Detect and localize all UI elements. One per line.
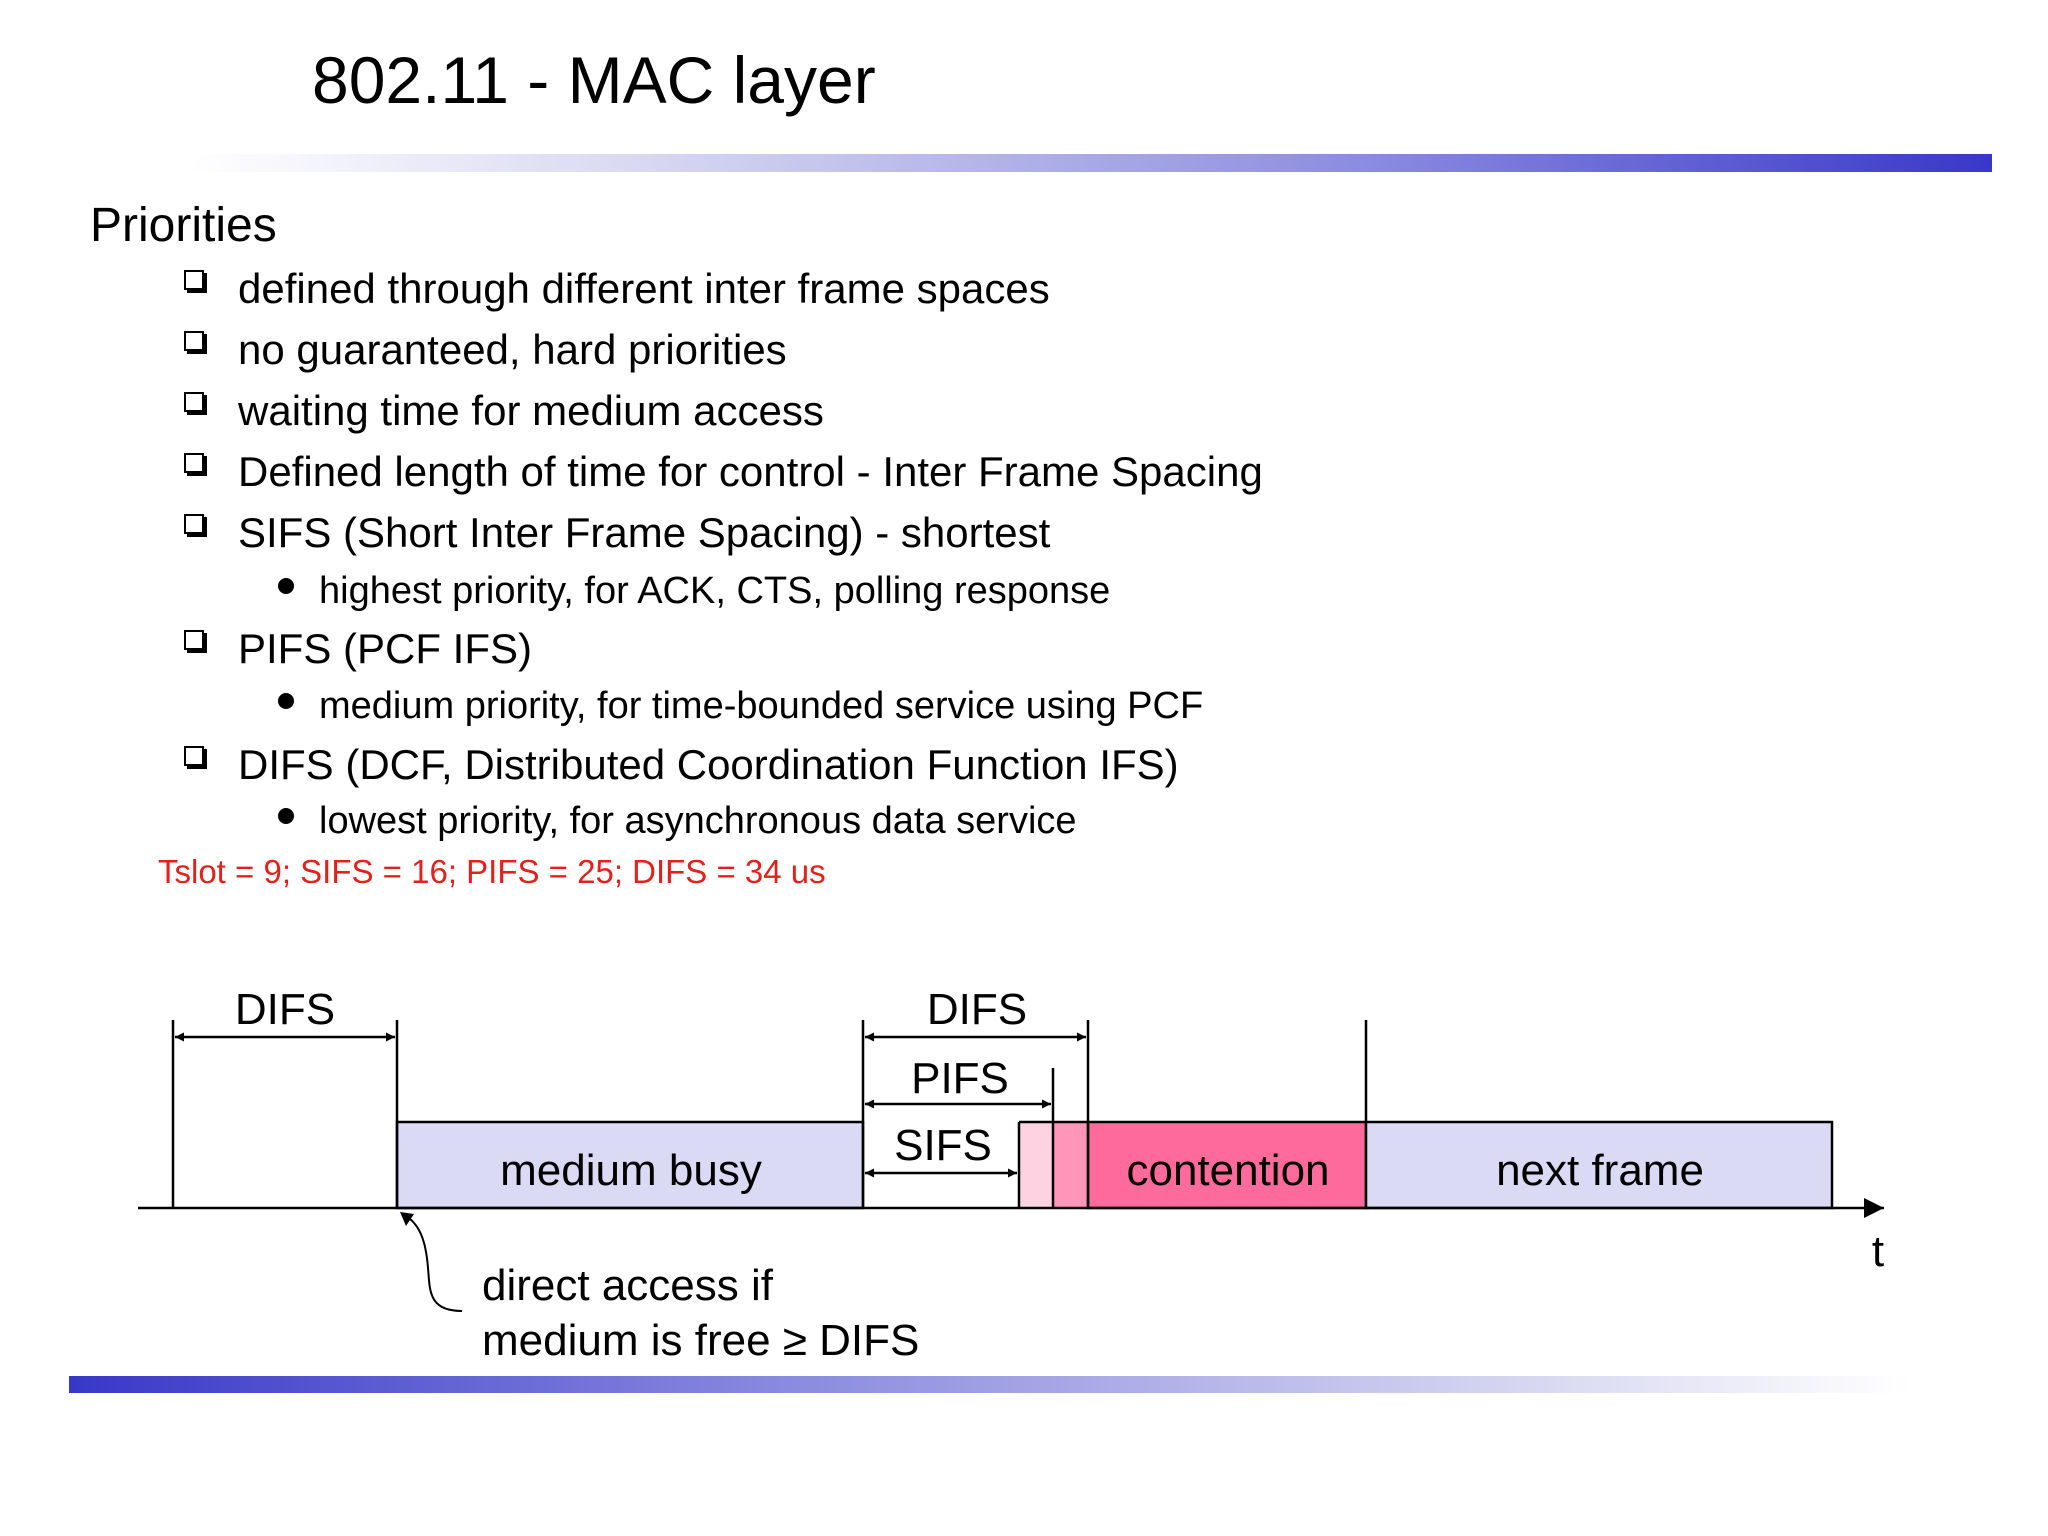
pifs-label: PIFS [911,1054,1009,1103]
sifs-label: SIFS [894,1121,992,1170]
section-heading: Priorities [90,199,277,252]
dot-bullet-icon [278,808,294,824]
time-axis-label: t [1872,1227,1884,1276]
sub-bullet-item: medium priority, for time-bounded servic… [319,685,1204,727]
bullet-item: PIFS (PCF IFS) [238,625,532,672]
title-underline-bar [190,154,1992,172]
checkbox-bullet-icon [184,630,204,650]
checkbox-bullet-icon [184,392,204,412]
timing-note: Tslot = 9; SIFS = 16; PIFS = 25; DIFS = … [158,853,826,890]
annotation-line-1: direct access if [482,1261,774,1310]
next-frame-box [1364,1120,1834,1210]
checkbox-bullet-icon [184,331,204,351]
bullet-item: DIFS (DCF, Distributed Coordination Func… [238,741,1179,788]
sub-bullet-item: lowest priority, for asynchronous data s… [319,800,1077,842]
footer-bar [69,1376,1909,1393]
contention-box [1086,1120,1368,1210]
bullet-item: no guaranteed, hard priorities [238,326,787,373]
annotation-line-2: medium is free ≥ DIFS [482,1316,919,1365]
contention-light-segment [1019,1122,1053,1208]
bullet-item: SIFS (Short Inter Frame Spacing) - short… [238,509,1051,556]
checkbox-bullet-icon [184,270,204,290]
medium-busy-label: medium busy [500,1146,762,1195]
dot-bullet-icon [278,578,294,594]
difs-right-label: DIFS [927,985,1027,1034]
bullet-item: waiting time for medium access [238,387,824,434]
contention-label: contention [1126,1146,1329,1195]
sub-bullet-item: highest priority, for ACK, CTS, polling … [319,570,1111,612]
dot-bullet-icon [278,693,294,709]
bullet-item: defined through different inter frame sp… [238,265,1050,312]
slide-title: 802.11 - MAC layer [312,43,876,117]
annotation-callout-line [401,1213,463,1312]
difs-left-label: DIFS [235,985,335,1034]
checkbox-bullet-icon [184,453,204,473]
checkbox-bullet-icon [184,746,204,766]
bullet-item: Defined length of time for control - Int… [238,448,1263,495]
checkbox-bullet-icon [184,514,204,534]
contention-mid-segment [1053,1122,1088,1208]
next-frame-label: next frame [1496,1146,1704,1195]
